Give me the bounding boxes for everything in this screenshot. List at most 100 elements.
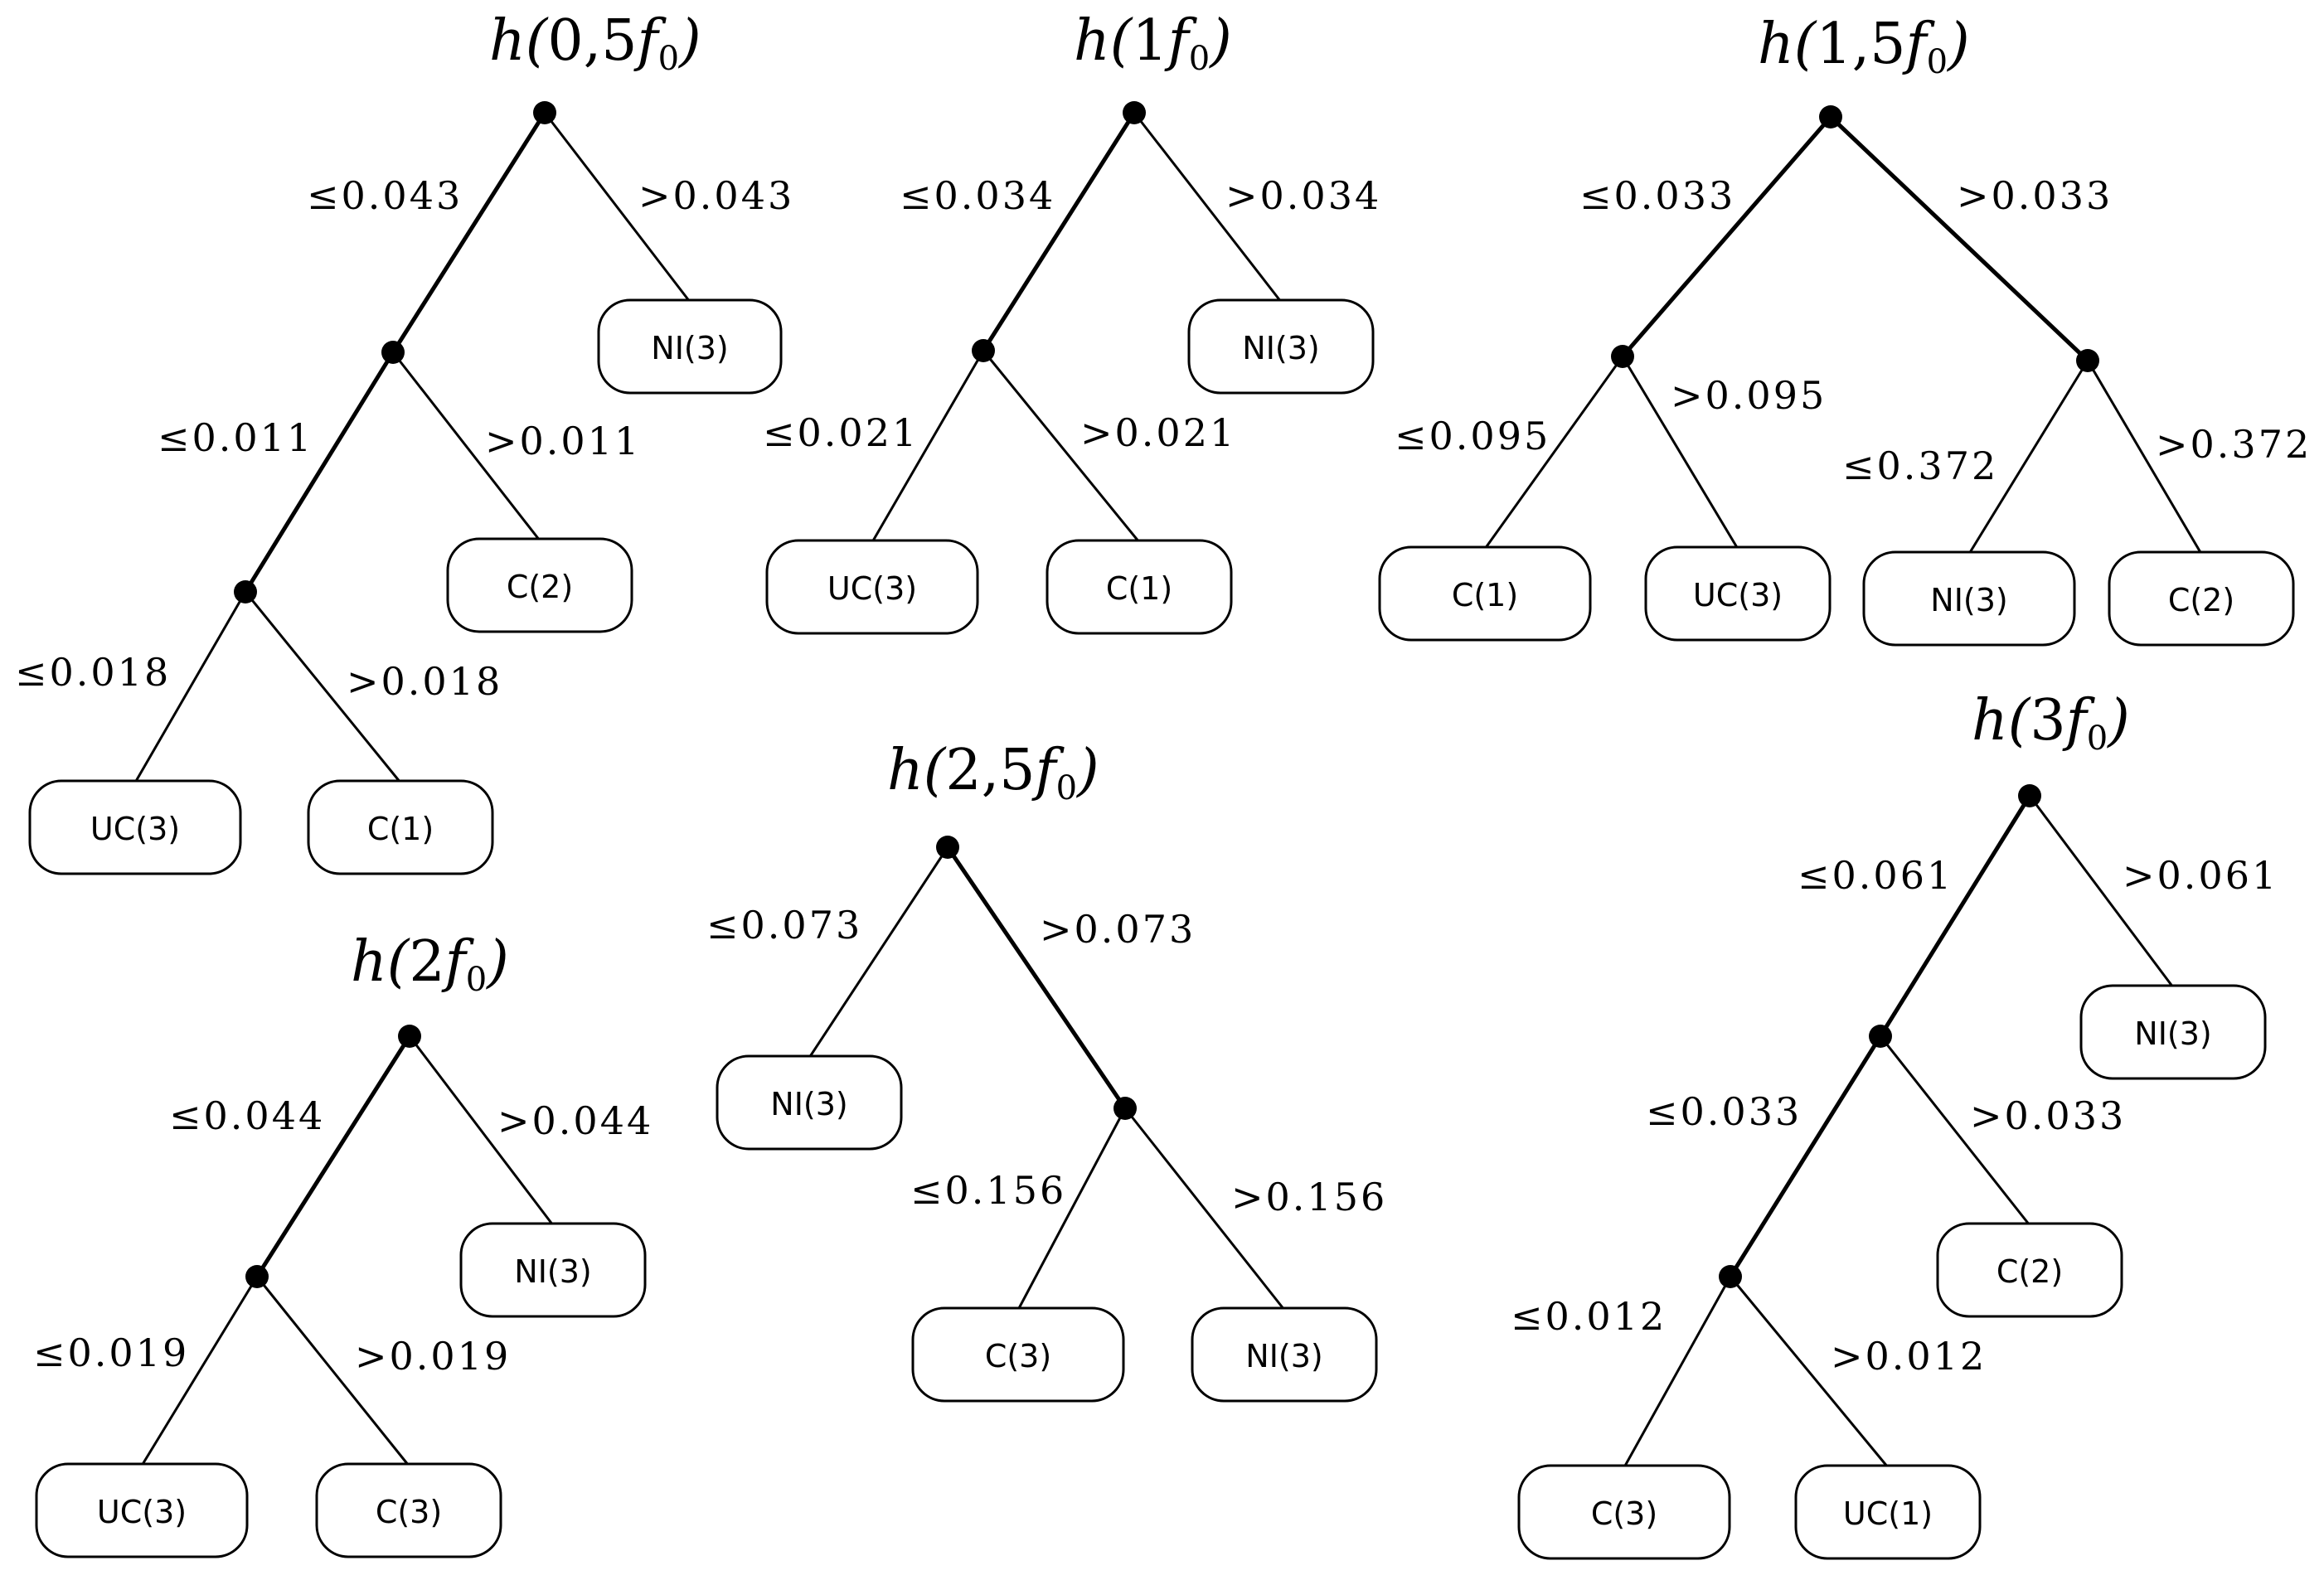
leaf-label: NI(3) — [770, 1086, 847, 1122]
tree-1f0: h(1f0) UC(3) C(1) NI(3)≤0.034≤0.021>0.021>0… — [763, 8, 1379, 635]
leaf-node: C(3) — [1517, 1464, 1731, 1560]
leaf-node: UC(3) — [28, 779, 242, 875]
title-open-paren: ( — [1110, 8, 1133, 74]
split-node — [1819, 105, 1842, 128]
title-close-paren: ) — [1208, 8, 1232, 74]
title-close-paren: ) — [1946, 12, 1970, 77]
branch-edge — [1133, 112, 1283, 303]
branch-edge — [2086, 360, 2203, 555]
leaf-box — [35, 1462, 249, 1558]
leaf-node: UC(3) — [765, 539, 979, 635]
title-subscript: 0 — [2087, 720, 2108, 758]
threshold-label: ≤0.011 — [158, 415, 313, 460]
title-close-paren: ) — [485, 929, 509, 995]
leaf-label: C(3) — [1591, 1495, 1657, 1532]
threshold-label: ≤0.156 — [910, 1168, 1066, 1213]
leaf-box — [1191, 1306, 1378, 1403]
title-coefficient: 0,5 — [547, 8, 637, 74]
threshold-label: ≤0.043 — [307, 173, 463, 218]
split-node — [398, 1025, 421, 1048]
title-variable: h — [351, 929, 387, 995]
tree-nodes — [1719, 784, 2041, 1288]
leaf-label: UC(3) — [90, 811, 180, 847]
leaf-box — [911, 1306, 1125, 1403]
branch-edge — [133, 591, 247, 783]
threshold-label: ≤0.061 — [1798, 853, 1953, 898]
split-node — [381, 341, 405, 364]
leaf-node: NI(3) — [459, 1222, 647, 1318]
tree-0-5f0: h(0,5f0)UC(3)C(1)C(2)NI(3)≤0.043≤0.011≤0… — [15, 8, 794, 875]
tree-thresholds: ≤0.061≤0.033≤0.012>0.012>0.033>0.061 — [1511, 853, 2278, 1379]
split-node — [234, 580, 257, 603]
branch-edge — [1878, 794, 2032, 1038]
threshold-label: ≤0.372 — [1842, 443, 1998, 488]
threshold-label: ≤0.073 — [706, 903, 862, 948]
tree-edges — [1483, 115, 2203, 555]
leaf-node: UC(3) — [35, 1462, 249, 1558]
tree-title: h(3f0) — [1972, 688, 2130, 758]
tree-edges — [808, 846, 1286, 1311]
leaf-node: C(2) — [2108, 550, 2295, 647]
branch-edge — [982, 350, 1141, 543]
leaf-label: NI(3) — [1242, 330, 1319, 366]
branch-edge — [255, 1276, 410, 1466]
leaf-node: C(2) — [1936, 1222, 2123, 1318]
title-subscript: 0 — [1927, 43, 1948, 81]
leaf-box — [716, 1054, 903, 1151]
branch-edge — [1621, 115, 1832, 358]
leaf-label: C(2) — [507, 569, 573, 605]
branch-edge — [871, 350, 985, 543]
tree-leaves: UC(3)C(1)C(2)NI(3) — [28, 298, 783, 875]
threshold-label: >0.043 — [638, 173, 794, 218]
tree-nodes — [1611, 105, 2099, 372]
leaf-box — [1862, 550, 2076, 647]
leaf-node: C(1) — [1046, 539, 1233, 635]
threshold-label: >0.073 — [1040, 907, 1196, 952]
threshold-label: ≤0.018 — [15, 650, 171, 695]
split-node — [2018, 784, 2041, 807]
title-variable: h — [1758, 12, 1794, 77]
threshold-label: >0.012 — [1831, 1334, 1987, 1379]
tree-leaves: NI(3)C(3)NI(3) — [716, 1054, 1378, 1403]
branch-edge — [543, 112, 691, 303]
title-variable: h — [887, 738, 924, 803]
title-subscript: 0 — [1189, 40, 1210, 78]
branch-edge — [808, 846, 949, 1059]
title-variable: h — [1074, 8, 1110, 74]
tree-nodes — [245, 1025, 421, 1288]
tree-title: h(1f0) — [1074, 8, 1232, 78]
leaf-box — [1378, 545, 1592, 642]
leaf-label: C(2) — [1997, 1253, 2063, 1290]
tree-thresholds: ≤0.044≤0.019>0.019>0.044 — [33, 1093, 653, 1379]
branch-edge — [408, 1035, 555, 1226]
branch-edge — [1483, 356, 1624, 550]
leaf-box — [597, 298, 783, 395]
threshold-label: ≤0.034 — [900, 173, 1055, 218]
leaf-box — [1644, 545, 1832, 642]
leaf-node: C(1) — [1378, 545, 1592, 642]
tree-thresholds: ≤0.034≤0.021>0.021>0.034 — [763, 173, 1379, 455]
leaf-label: C(1) — [367, 811, 434, 847]
split-node — [972, 339, 995, 362]
branch-edge — [1829, 115, 2089, 362]
tree-title: h(2,5f0) — [887, 738, 1099, 807]
threshold-label: >0.021 — [1080, 410, 1236, 455]
tree-thresholds: ≤0.043≤0.011≤0.018>0.018>0.011>0.043 — [15, 173, 794, 704]
tree-edges — [140, 1035, 555, 1466]
leaf-node: NI(3) — [1191, 1306, 1378, 1403]
split-node — [245, 1265, 269, 1288]
threshold-label: >0.061 — [2123, 853, 2278, 898]
tree-leaves: C(3)UC(1)C(2)NI(3) — [1517, 984, 2267, 1560]
title-open-paren: ( — [924, 738, 947, 803]
title-coefficient: 2,5 — [945, 738, 1035, 803]
threshold-label: >0.019 — [355, 1334, 511, 1379]
threshold-label: ≤0.019 — [33, 1330, 189, 1375]
leaf-box — [1187, 298, 1375, 395]
title-close-paren: ) — [2106, 688, 2130, 754]
split-node — [533, 101, 556, 124]
leaf-box — [765, 539, 979, 635]
title-close-paren: ) — [677, 8, 701, 74]
tree-2f0: h(2f0)UC(3)C(3)NI(3)≤0.044≤0.019>0.019>0… — [33, 929, 653, 1558]
branch-edge — [140, 1276, 259, 1466]
threshold-label: >0.044 — [497, 1098, 653, 1143]
